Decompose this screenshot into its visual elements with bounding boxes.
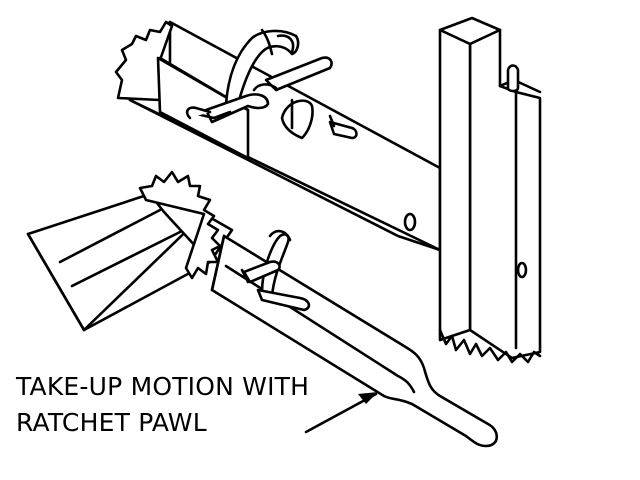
- lower-pawl-hook: [240, 229, 311, 312]
- upper-beam-notch: [280, 98, 314, 140]
- upper-small-pin: [328, 114, 358, 140]
- upper-pawl-lever: [185, 28, 300, 124]
- caption-pointer-arrow: [304, 392, 378, 434]
- caption-line-2: RATCHET PAWL: [16, 408, 207, 437]
- lower-pawl-lever: [210, 234, 499, 448]
- vertical-post: [438, 16, 542, 364]
- lower-ratchet-wheel: [138, 170, 222, 280]
- upper-pin: [252, 56, 333, 92]
- caption-line-1: TAKE-UP MOTION WITH: [16, 372, 310, 401]
